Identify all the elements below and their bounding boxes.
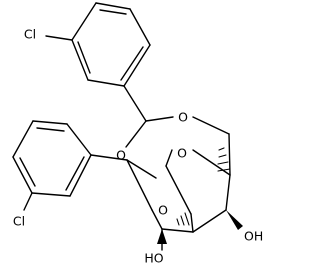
bond [190,213,194,233]
bond [90,154,128,161]
bond [12,156,33,194]
cl-atom-bottom: Cl [13,214,25,229]
stereo-wedge-bottom [157,229,167,244]
double-bond [65,156,85,191]
bond [123,85,147,122]
bicyclic-core [126,149,231,251]
bond [95,2,131,10]
bond [71,2,97,41]
lower-phenyl-ring [12,120,92,211]
bond [145,116,174,122]
bond [125,120,147,148]
bond [225,174,231,211]
bond [129,8,151,46]
bond [32,120,68,125]
stereo-wedge-right [226,210,243,230]
o-atom-dioxane: O [178,110,188,125]
hash-line [218,147,225,151]
hash-line [176,218,180,226]
bond-c-cl-top [45,35,73,41]
structure-diagram: Cl O O Cl [12,2,263,266]
double-bond [77,41,91,74]
cl-atom-top: Cl [24,27,36,42]
bond [192,149,231,176]
o-atom-bridge-lower: O [158,203,168,218]
bond [71,39,89,81]
hash-line [217,168,231,172]
double-bond [19,157,36,187]
bond [151,209,163,230]
oh-group-right: OH [244,229,263,244]
hash-line [180,215,185,226]
bond [192,116,230,135]
bond [123,44,151,87]
upper-phenyl-ring [45,2,151,87]
stereo-hash-upper [217,147,231,172]
bond [31,192,71,197]
stereo-hash-lower [176,212,190,226]
double-bond [120,46,144,81]
bond [192,209,227,233]
bond [66,123,92,156]
bond [12,120,34,158]
o-atom-left: O [116,148,126,163]
hash-line [184,212,190,226]
bond [161,228,194,233]
o-atom-bridge-upper: O [177,146,187,161]
bond [165,165,192,215]
hash-line [218,154,227,158]
bond [165,149,173,167]
hash-line [217,161,229,165]
molecule-canvas: Cl O O Cl [12,2,263,266]
double-bond [99,9,127,15]
bond [69,154,92,197]
bond [126,159,153,211]
bond-c-cl-bottom [23,192,33,211]
dioxane-ring [125,116,231,176]
double-bond [36,127,65,132]
bond [87,79,125,87]
bond [126,159,157,179]
oh-group-bottom: HO [144,251,163,266]
bond [228,133,231,176]
